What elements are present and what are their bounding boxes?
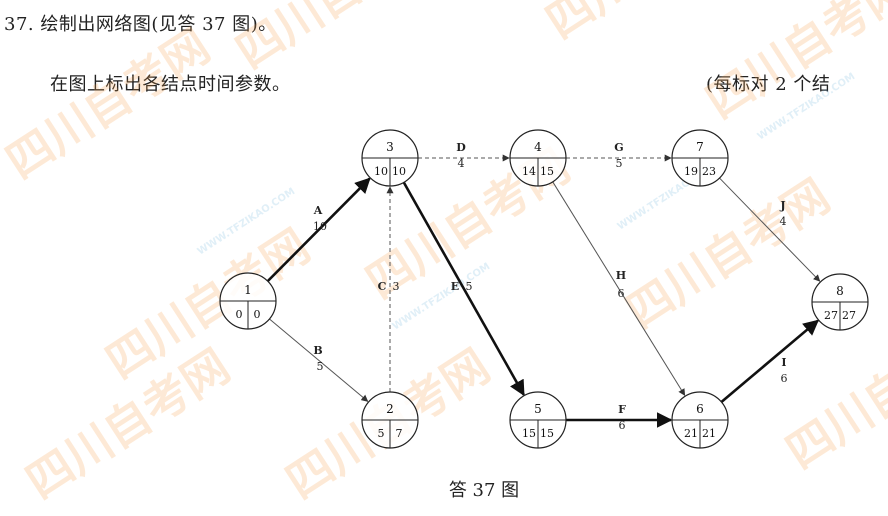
node-earliest-time: 5 xyxy=(378,427,385,440)
activity-label-f: F xyxy=(618,403,626,416)
watermark-text: 四川自考网 xyxy=(617,169,839,340)
event-node-6: 6 21 21 xyxy=(671,391,729,449)
activity-duration-i: 6 xyxy=(781,372,788,385)
activity-label-e: E xyxy=(451,280,459,293)
instruction-text: 在图上标出各结点时间参数。 xyxy=(50,74,291,95)
node-earliest-time: 10 xyxy=(374,165,388,178)
activity-label-h: H xyxy=(616,269,626,282)
activity-duration-a: 10 xyxy=(313,220,327,233)
watermark-text: 四川自考网 xyxy=(227,0,449,79)
node-number: 6 xyxy=(696,402,704,416)
activity-duration-h: 6 xyxy=(618,287,625,300)
node-latest-time: 23 xyxy=(702,165,716,178)
event-node-3: 3 10 10 xyxy=(361,129,419,187)
event-node-8: 8 27 27 xyxy=(811,273,869,331)
node-number: 1 xyxy=(244,283,252,297)
node-latest-time: 0 xyxy=(254,308,261,321)
activity-label-a: A xyxy=(313,204,323,217)
activity-duration-d: 4 xyxy=(458,157,465,170)
activity-arrow-j xyxy=(719,177,821,282)
node-latest-time: 21 xyxy=(702,427,716,440)
watermark-text: 四川自考网 xyxy=(537,0,759,49)
event-node-7: 7 19 23 xyxy=(671,129,729,187)
node-latest-time: 7 xyxy=(396,427,403,440)
node-latest-time: 15 xyxy=(540,427,554,440)
event-node-5: 5 15 15 xyxy=(509,391,567,449)
activity-arrow-b xyxy=(269,318,369,402)
activity-label-b: B xyxy=(313,344,322,357)
node-latest-time: 10 xyxy=(392,165,406,178)
activity-duration-b: 5 xyxy=(317,360,324,373)
activity-label-c: C xyxy=(378,280,387,293)
node-number: 7 xyxy=(696,140,704,154)
node-earliest-time: 0 xyxy=(236,308,243,321)
activity-label-g: G xyxy=(614,141,623,154)
activity-label-d: D xyxy=(456,141,466,154)
node-earliest-time: 21 xyxy=(684,427,698,440)
activity-duration-f: 6 xyxy=(619,419,626,432)
activity-arrow-a xyxy=(266,177,371,283)
node-latest-time: 27 xyxy=(842,309,856,322)
activity-duration-j: 4 xyxy=(780,215,787,228)
node-earliest-time: 14 xyxy=(522,165,536,178)
question-heading: 37. 绘制出网络图(见答 37 图)。 xyxy=(4,14,277,35)
node-number: 3 xyxy=(386,140,394,154)
node-earliest-time: 15 xyxy=(522,427,536,440)
activity-duration-e: 5 xyxy=(466,280,473,293)
activity-label-i: I xyxy=(781,356,786,369)
activity-arrow-e xyxy=(402,181,525,397)
activity-duration-c: 3 xyxy=(393,280,400,293)
node-earliest-time: 27 xyxy=(824,309,838,322)
node-latest-time: 15 xyxy=(540,165,554,178)
activity-duration-g: 5 xyxy=(616,157,623,170)
watermark-text: 四川自考网 xyxy=(0,19,219,190)
activity-label-j: J xyxy=(779,199,785,212)
node-number: 2 xyxy=(386,402,394,416)
watermark-text: 四川自考网 xyxy=(777,309,888,480)
figure-caption: 答 37 图 xyxy=(448,480,520,501)
event-node-4: 4 14 15 xyxy=(509,129,567,187)
scoring-note: (每标对 2 个结 xyxy=(706,74,831,95)
activity-arrow-h xyxy=(552,181,686,396)
node-earliest-time: 19 xyxy=(684,165,698,178)
node-number: 8 xyxy=(836,284,844,298)
node-number: 4 xyxy=(534,140,542,154)
activity-arrow-i xyxy=(720,319,820,403)
node-number: 5 xyxy=(534,402,542,416)
